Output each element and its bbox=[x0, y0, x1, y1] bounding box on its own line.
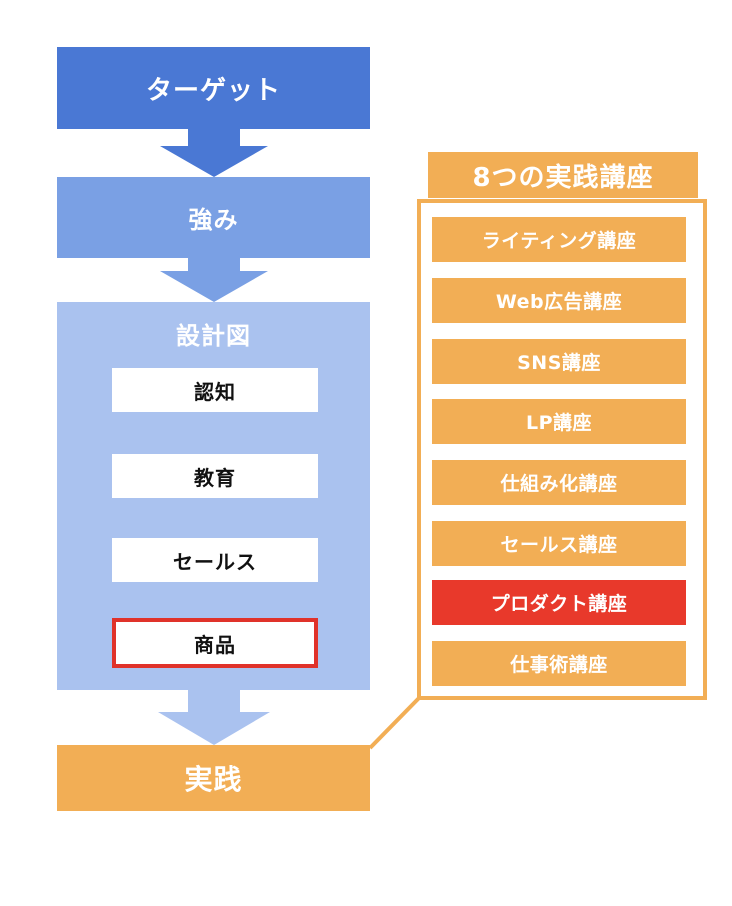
arrow-down-icon bbox=[160, 129, 268, 177]
course-label: セールス講座 bbox=[500, 534, 618, 556]
course-item: 仕組み化講座 bbox=[432, 460, 686, 505]
course-label: Web広告講座 bbox=[495, 291, 623, 313]
step-label: 商品 bbox=[194, 632, 236, 657]
arrow-down-icon bbox=[158, 690, 270, 745]
strength-label: 強み bbox=[188, 206, 239, 234]
step-awareness: 認知 bbox=[112, 368, 318, 412]
practice-label: 実践 bbox=[184, 763, 243, 796]
course-label: ライティング講座 bbox=[481, 230, 637, 252]
course-item: Web広告講座 bbox=[432, 278, 686, 323]
course-item: 仕事術講座 bbox=[432, 641, 686, 686]
step-label: セールス bbox=[173, 549, 257, 574]
arrow-down-icon bbox=[160, 258, 268, 302]
blueprint-title: 設計図 bbox=[176, 321, 251, 350]
courses-connector-line bbox=[368, 696, 421, 750]
course-label: LP講座 bbox=[525, 412, 593, 434]
course-item: LP講座 bbox=[432, 399, 686, 444]
step-label: 認知 bbox=[194, 379, 236, 404]
course-label: 仕組み化講座 bbox=[500, 473, 618, 495]
course-item: SNS講座 bbox=[432, 339, 686, 384]
course-label: SNS講座 bbox=[517, 352, 601, 374]
course-label: 仕事術講座 bbox=[510, 654, 608, 676]
strength-box: 強み bbox=[57, 177, 370, 258]
course-label: プロダクト講座 bbox=[490, 593, 628, 615]
target-box: ターゲット bbox=[57, 47, 370, 129]
step-education: 教育 bbox=[112, 454, 318, 498]
courses-title: 8つの実践講座 bbox=[428, 152, 698, 198]
target-label: ターゲット bbox=[145, 75, 281, 106]
step-label: 教育 bbox=[194, 465, 236, 490]
practice-box: 実践 bbox=[57, 745, 370, 811]
course-item-highlighted: プロダクト講座 bbox=[432, 580, 686, 625]
course-item: ライティング講座 bbox=[432, 217, 686, 262]
step-product: 商品 bbox=[112, 618, 318, 668]
step-sales: セールス bbox=[112, 538, 318, 582]
course-item: セールス講座 bbox=[432, 521, 686, 566]
